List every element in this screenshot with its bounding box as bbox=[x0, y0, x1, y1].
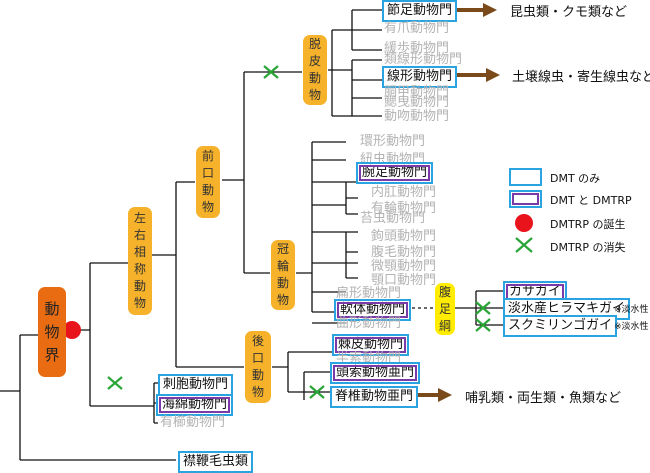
phylum-annelida: 環形動物門 bbox=[360, 134, 426, 149]
deuterostome-char: 後 bbox=[251, 334, 264, 348]
phylum-cnidaria: 刺胞動物門 bbox=[158, 374, 234, 396]
phylum-brachiopoda: 腕足動物門 bbox=[356, 162, 434, 184]
lophotrochozoa-char: 動 bbox=[276, 276, 289, 290]
gastropoda-char: 綱 bbox=[438, 318, 451, 333]
animal-char-1: 動 bbox=[44, 299, 60, 318]
ecdysozoa-char: 脱 bbox=[308, 37, 321, 51]
phylum-loricifera: 動吻動物門 bbox=[384, 109, 450, 124]
note-nematodes: 土壌線虫・寄生線虫など bbox=[512, 70, 650, 85]
deuterostome-char: 動 bbox=[251, 368, 264, 382]
ecdysozoa-char: 皮 bbox=[308, 54, 321, 68]
bilateria-char: 動 bbox=[133, 279, 146, 293]
deuterostome-char: 口 bbox=[251, 351, 264, 365]
phylum-arthropoda: 節足動物門 bbox=[382, 0, 458, 22]
phylum-micrognathozoa: 微顎動物門 bbox=[371, 259, 437, 274]
gastropoda-char: 足 bbox=[438, 301, 451, 316]
legend-loss: DMTRP の消失 bbox=[550, 241, 626, 254]
phylum-entoprocta: 内肛動物門 bbox=[371, 185, 437, 200]
phylum-nematoda: 線形動物門 bbox=[382, 66, 458, 88]
bilateria-char: 左 bbox=[133, 211, 146, 225]
legend-birth: DMTRP の誕生 bbox=[550, 218, 626, 231]
phylum-platyhelminthes: 扁形動物門 bbox=[336, 286, 402, 301]
gastropoda-char: 腹 bbox=[438, 284, 451, 299]
animal-char-2: 物 bbox=[44, 322, 60, 341]
protostome-char: 前 bbox=[201, 149, 214, 163]
deuterostome-box: 後 口 動 物 bbox=[245, 331, 271, 403]
species-apple-snail: スクミリンゴガイ bbox=[503, 315, 618, 337]
phylum-kinorhyncha: 鰓曳動物門 bbox=[384, 95, 450, 110]
lophotrochozoa-char: 冠 bbox=[276, 242, 289, 256]
lophotrochozoa-box: 冠 輪 動 物 bbox=[271, 240, 295, 310]
lophotrochozoa-char: 物 bbox=[276, 293, 289, 307]
phylum-echinodermata: 棘皮動物門 bbox=[332, 334, 410, 356]
ecdysozoa-char: 動 bbox=[308, 71, 321, 85]
choanoflagellata: 襟鞭毛虫類 bbox=[178, 451, 254, 473]
bilateria-char: 相 bbox=[133, 245, 146, 259]
bilateria-char: 右 bbox=[133, 228, 146, 242]
ecdysozoa-box: 脱 皮 動 物 bbox=[303, 35, 327, 105]
dmtrp-birth-marker bbox=[63, 321, 81, 339]
phylum-acanthocephala: 鉤頭動物門 bbox=[371, 229, 437, 244]
protostome-char: 動 bbox=[201, 183, 214, 197]
phylum-onychophora: 有爪動物門 bbox=[384, 21, 450, 36]
protostome-char: 物 bbox=[201, 200, 214, 214]
dmtrp-loss-markers bbox=[107, 65, 491, 399]
bilateria-char: 物 bbox=[133, 296, 146, 310]
protostome-char: 口 bbox=[201, 166, 214, 180]
subphylum-vertebrata: 脊椎動物亜門 bbox=[330, 386, 419, 408]
phylum-gastrotricha: 腹毛動物門 bbox=[371, 245, 437, 260]
phylum-mollusca: 軟体動物門 bbox=[334, 299, 412, 321]
species-planorbid: 淡水産ヒラマキガイ bbox=[503, 298, 631, 320]
phylum-tardigrada: 緩歩動物門 bbox=[384, 41, 450, 56]
subphylum-cephalochordata: 頭索動物亜門 bbox=[330, 362, 421, 384]
legend-dmt-only: DMT のみ bbox=[550, 172, 601, 185]
lophotrochozoa-char: 輪 bbox=[276, 259, 289, 273]
note-vertebrates: 哺乳類・両生類・魚類など bbox=[465, 391, 622, 406]
freshwater-note-2: ※淡水性 bbox=[614, 322, 649, 332]
gastropoda-box: 腹 足 綱 bbox=[435, 283, 455, 335]
legend-dmt-dmtrp: DMT と DMTRP bbox=[550, 194, 632, 207]
ecdysozoa-char: 物 bbox=[308, 88, 321, 102]
phylum-priapulida: 胴甲動物門 bbox=[384, 85, 450, 100]
bilateria-box: 左 右 相 称 動 物 bbox=[128, 207, 152, 315]
phylum-cycliophora: 曲形動物門 bbox=[336, 316, 402, 331]
animal-kingdom-box: 動 物 界 bbox=[38, 287, 66, 377]
phylum-porifera: 海綿動物門 bbox=[156, 394, 234, 416]
freshwater-note-1: ※淡水性 bbox=[614, 305, 649, 315]
note-insects: 昆虫類・クモ類など bbox=[510, 5, 628, 20]
phylum-nematomorpha: 類線形動物門 bbox=[384, 52, 463, 67]
protostome-box: 前 口 動 物 bbox=[196, 146, 220, 218]
phylum-rotifera: 有輪動物門 bbox=[371, 201, 437, 216]
animal-char-3: 界 bbox=[44, 345, 60, 364]
bilateria-char: 称 bbox=[133, 262, 146, 276]
phylum-gnathostomulida: 顎口動物門 bbox=[371, 273, 437, 288]
deuterostome-char: 物 bbox=[251, 385, 264, 399]
phylum-ectoprocta: 苔虫動物門 bbox=[360, 211, 426, 226]
phylum-ctenophora: 有櫛動物門 bbox=[160, 415, 226, 430]
